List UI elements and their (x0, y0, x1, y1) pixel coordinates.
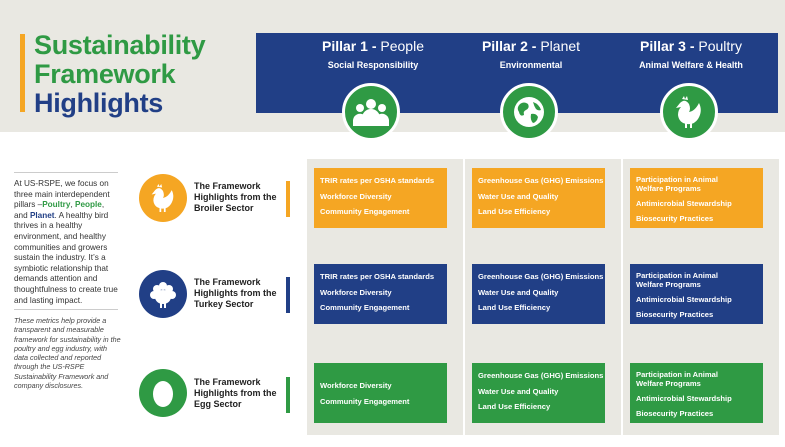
list-item: Community Engagement (320, 396, 410, 406)
title-line-3: Highlights (34, 88, 163, 118)
list-item: Antimicrobial Stewardship (636, 294, 732, 304)
metrics-note: These metrics help provide a transparent… (14, 316, 121, 391)
pillar-3-subtitle: Animal Welfare & Health (639, 60, 743, 70)
list-item: Water Use and Quality (478, 386, 559, 396)
list-item: Land Use Efficiency (478, 402, 551, 412)
intro-text: At US-RSPE, we focus on three main inter… (14, 179, 118, 306)
pillar-1-label: Pillar 1 (322, 38, 368, 54)
egg-sector-bar (286, 377, 290, 413)
intro-planet: Planet (29, 210, 55, 220)
intro-sep-1: , (70, 200, 75, 210)
list-item: Participation in Animal Welfare Programs (636, 175, 718, 193)
list-item: Antimicrobial Stewardship (636, 198, 732, 208)
chicken-icon (660, 83, 718, 141)
egg-pillar-2-box: Greenhouse Gas (GHG) Emissions Water Use… (472, 363, 605, 423)
list-item: Greenhouse Gas (GHG) Emissions (478, 272, 604, 281)
title-line-2: Framework (34, 59, 176, 89)
list-item: Land Use Efficiency (478, 207, 551, 217)
globe-icon (500, 83, 558, 141)
turkey-sector-label: The Framework Highlights from the Turkey… (194, 277, 277, 309)
divider (14, 172, 118, 173)
pillar-2-label: Pillar 2 (481, 38, 528, 54)
turkey-sector-bar (286, 277, 290, 313)
list-item: Greenhouse Gas (GHG) Emissions (478, 176, 604, 185)
pillar-1-header: Pillar 1 - People Social Responsibility (288, 38, 458, 70)
pillar-3-name: Poultry (698, 38, 742, 54)
pillar-1-name: People (380, 38, 424, 54)
egg-pillar-1-box: Workforce Diversity Community Engagement (314, 363, 447, 423)
broiler-pillar-2-box: Greenhouse Gas (GHG) Emissions Water Use… (472, 168, 605, 228)
list-item: Biosecurity Practices (636, 409, 714, 419)
title-accent-bar (20, 34, 25, 112)
list-item: Water Use and Quality (478, 191, 559, 201)
list-item: Biosecurity Practices (636, 214, 714, 224)
list-item: Biosecurity Practices (636, 310, 714, 320)
list-item: Community Engagement (320, 303, 410, 313)
list-item: Workforce Diversity (320, 191, 392, 201)
list-item: Antimicrobial Stewardship (636, 393, 732, 403)
pillar-3-header: Pillar 3 - Poultry Animal Welfare & Heal… (606, 38, 776, 70)
divider (14, 309, 118, 310)
intro-part-2: . A healthy bird thrives in a healthy en… (14, 210, 118, 305)
list-item: Greenhouse Gas (GHG) Emissions (478, 371, 604, 380)
egg-pillar-3-box: Participation in Animal Welfare Programs… (630, 363, 763, 423)
intro-people: People (75, 200, 102, 210)
intro-part-1: At US-RSPE, we focus on three main inter… (14, 179, 110, 210)
broiler-pillar-1-box: TRIR rates per OSHA standards Workforce … (314, 168, 447, 228)
list-item: Community Engagement (320, 207, 410, 217)
turkey-pillar-1-box: TRIR rates per OSHA standards Workforce … (314, 264, 447, 324)
list-item: Participation in Animal Welfare Programs (636, 271, 718, 289)
pillar-2-subtitle: Environmental (499, 60, 563, 70)
pillar-2-header: Pillar 2 - Planet Environmental (446, 38, 616, 70)
intro-sep-2: , and (14, 200, 105, 220)
list-item: Land Use Efficiency (478, 303, 551, 313)
list-item: Participation in Animal Welfare Programs (636, 370, 718, 388)
list-item: Workforce Diversity (320, 287, 392, 297)
title-line-1: Sustainability (34, 30, 206, 60)
pillar-3-label: Pillar 3 (640, 38, 686, 54)
turkey-pillar-2-box: Greenhouse Gas (GHG) Emissions Water Use… (472, 264, 605, 324)
intro-poultry: Poultry (42, 200, 71, 210)
turkey-icon (139, 270, 187, 318)
turkey-pillar-3-box: Participation in Animal Welfare Programs… (630, 264, 763, 324)
chicken-icon (139, 174, 187, 222)
page-title: Sustainability Framework Highlights (34, 30, 206, 118)
list-item: Water Use and Quality (478, 287, 559, 297)
broiler-pillar-3-box: Participation in Animal Welfare Programs… (630, 168, 763, 228)
list-item: TRIR rates per OSHA standards (320, 176, 435, 185)
egg-icon (139, 369, 187, 417)
pillar-2-name: Planet (540, 38, 581, 54)
broiler-sector-label: The Framework Highlights from the Broile… (194, 181, 277, 213)
broiler-sector-bar (286, 181, 290, 217)
list-item: Workforce Diversity (320, 381, 392, 390)
people-icon (342, 83, 400, 141)
egg-sector-label: The Framework Highlights from the Egg Se… (194, 377, 277, 409)
list-item: TRIR rates per OSHA standards (320, 272, 435, 281)
pillar-1-subtitle: Social Responsibility (327, 60, 419, 70)
